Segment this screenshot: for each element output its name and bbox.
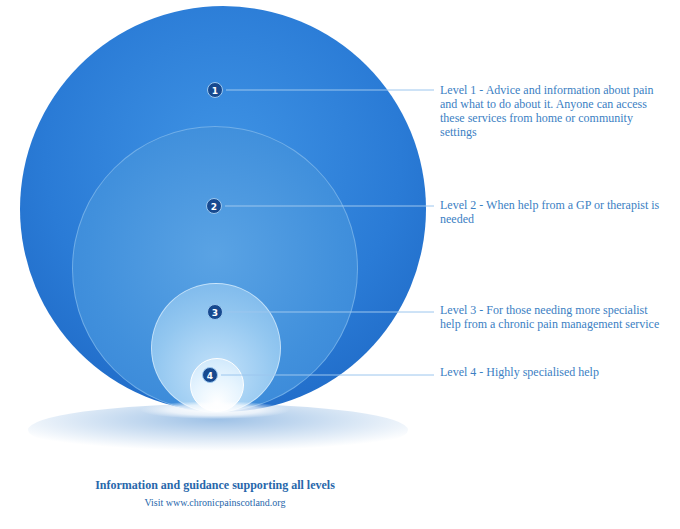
leader-line <box>226 312 434 313</box>
web-address: Visit www.chronicpainscotland.org <box>40 497 390 508</box>
callout-number: 2 <box>206 198 222 214</box>
callout-number: 3 <box>207 304 223 320</box>
caption: Information and guidance supporting all … <box>40 478 390 493</box>
callout-number: 1 <box>207 82 223 98</box>
level-circle: 234 <box>72 126 358 412</box>
level-description: Level 4 - Highly specialised help <box>440 365 668 379</box>
level-description: Level 2 - When help from a GP or therapi… <box>440 198 668 226</box>
leader-line <box>225 206 434 207</box>
leader-line <box>226 90 434 91</box>
callout-number: 4 <box>202 367 218 383</box>
leader-line <box>221 375 434 376</box>
level-circle: 1234 <box>20 6 426 412</box>
level-circle: 34 <box>151 283 281 413</box>
bottom-glow <box>140 401 290 419</box>
level-description: Level 1 - Advice and information about p… <box>440 83 668 139</box>
level-circle: 4 <box>190 358 244 412</box>
level-description: Level 3 - For those needing more special… <box>440 303 668 331</box>
